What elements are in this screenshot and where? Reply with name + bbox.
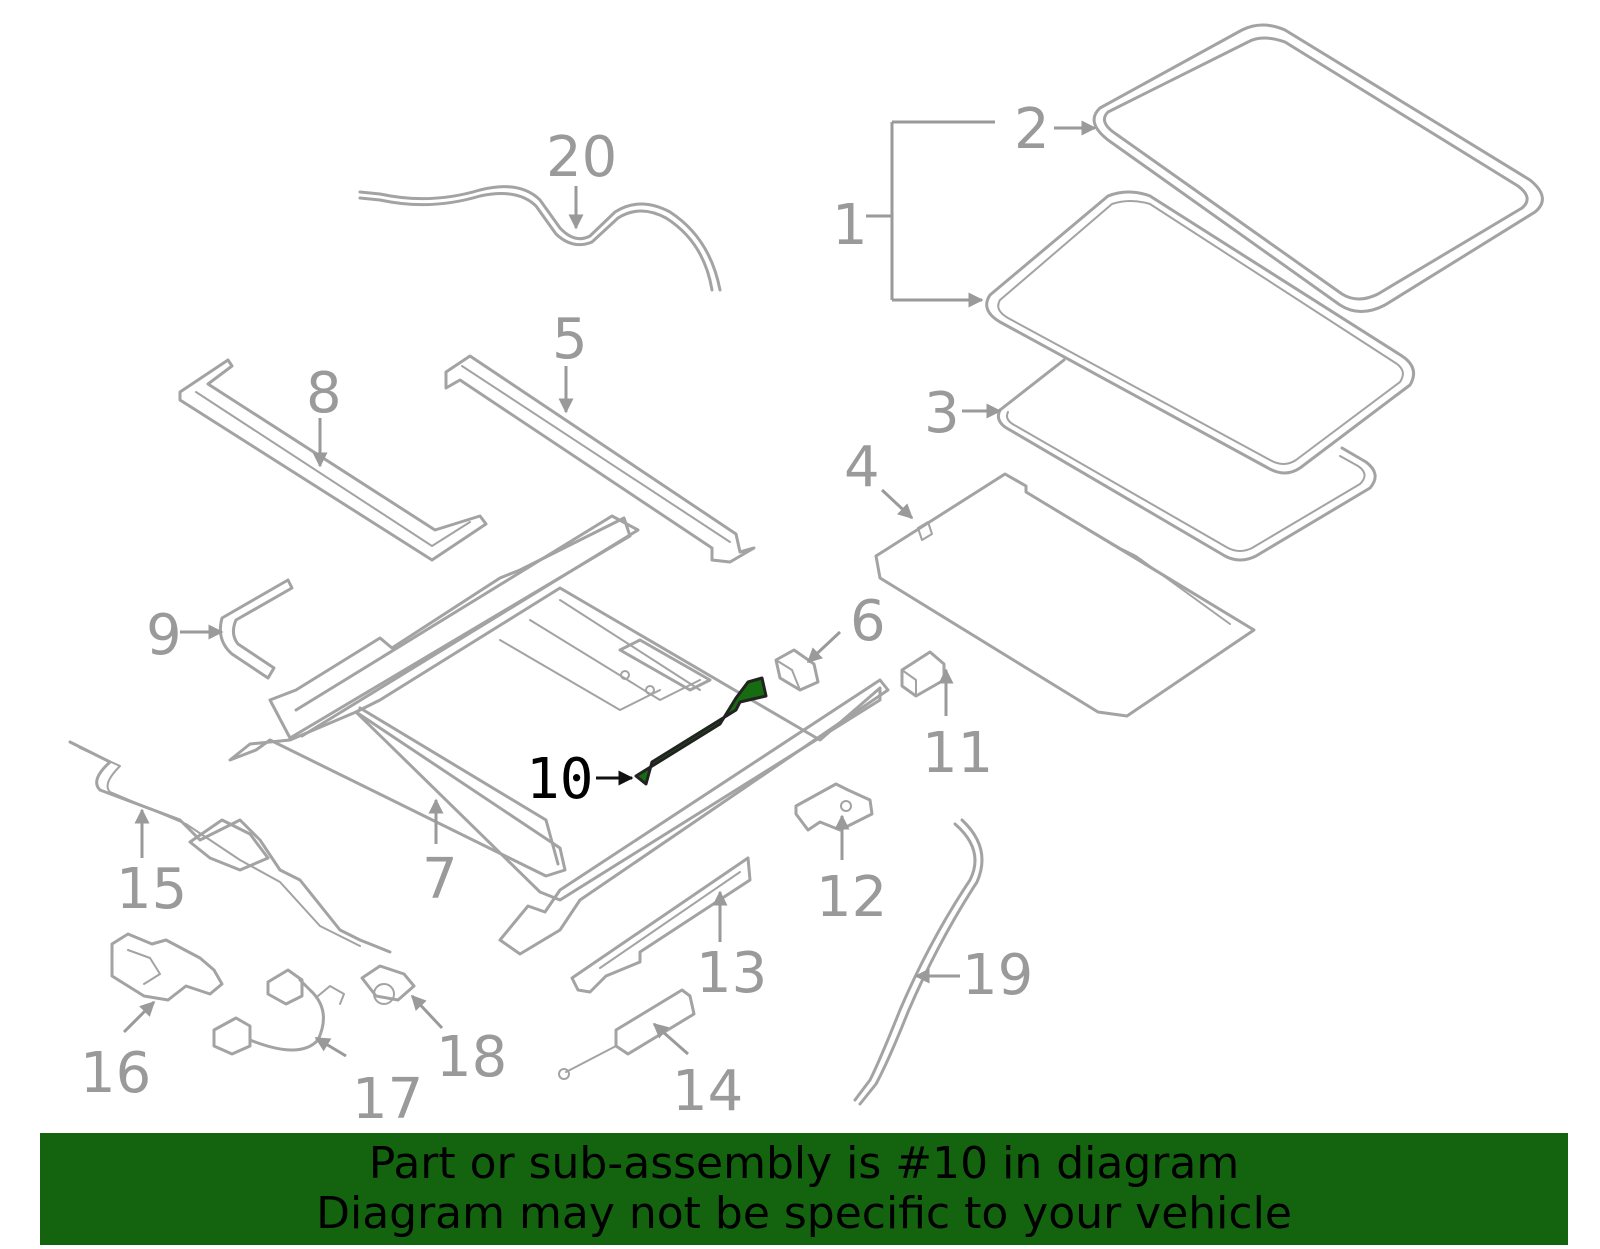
part-16-motor <box>110 932 224 1002</box>
callout-10: 10 <box>526 747 593 812</box>
part-18-connector <box>360 964 416 1005</box>
callout-19: 19 <box>962 943 1033 1008</box>
callout-4: 4 <box>844 435 880 500</box>
part-19-drain-hose <box>853 818 984 1106</box>
part-11-bracket <box>900 650 946 698</box>
callout-3: 3 <box>924 381 960 446</box>
callout-18: 18 <box>436 1025 507 1090</box>
part-2-glass-panel <box>1092 23 1544 313</box>
callout-8: 8 <box>306 361 342 426</box>
callout-5: 5 <box>552 307 588 372</box>
callout-16: 16 <box>80 1041 151 1106</box>
part-14-sensor <box>558 988 696 1080</box>
part-3-seal <box>996 358 1377 562</box>
part-15-cable <box>68 740 392 954</box>
callout-labels: 1 2 3 4 5 6 7 8 9 10 11 12 13 14 15 16 1… <box>80 97 1050 1132</box>
leader-lines <box>122 120 1097 1058</box>
callout-15: 15 <box>116 857 187 922</box>
callout-17: 17 <box>352 1067 423 1132</box>
callout-13: 13 <box>696 941 767 1006</box>
callout-11: 11 <box>922 721 993 786</box>
callout-14: 14 <box>672 1059 743 1124</box>
part-1-glass-subpanel <box>985 190 1416 475</box>
callout-7: 7 <box>422 847 458 912</box>
callout-20: 20 <box>546 125 617 190</box>
part-20-drain-hose <box>358 185 722 292</box>
part-9-bracket <box>218 578 294 680</box>
part-4-sunshade <box>874 472 1256 718</box>
banner-line-2: Diagram may not be specific to your vehi… <box>316 1188 1292 1239</box>
callout-6: 6 <box>850 589 886 654</box>
banner-line-1: Part or sub-assembly is #10 in diagram <box>368 1138 1240 1189</box>
part-8-deflector <box>178 358 488 562</box>
part-5-rail-trim <box>444 354 756 564</box>
part-13-guide <box>570 856 752 994</box>
part-10-highlighted <box>634 676 768 786</box>
part-12-plate <box>794 782 874 832</box>
part-6-clip <box>774 648 820 692</box>
callout-12: 12 <box>816 865 887 930</box>
callout-1: 1 <box>832 193 868 258</box>
callout-9: 9 <box>146 603 182 668</box>
part-7-frame <box>228 514 890 956</box>
info-banner: Part or sub-assembly is #10 in diagram D… <box>40 1133 1568 1245</box>
callout-2: 2 <box>1014 97 1050 162</box>
